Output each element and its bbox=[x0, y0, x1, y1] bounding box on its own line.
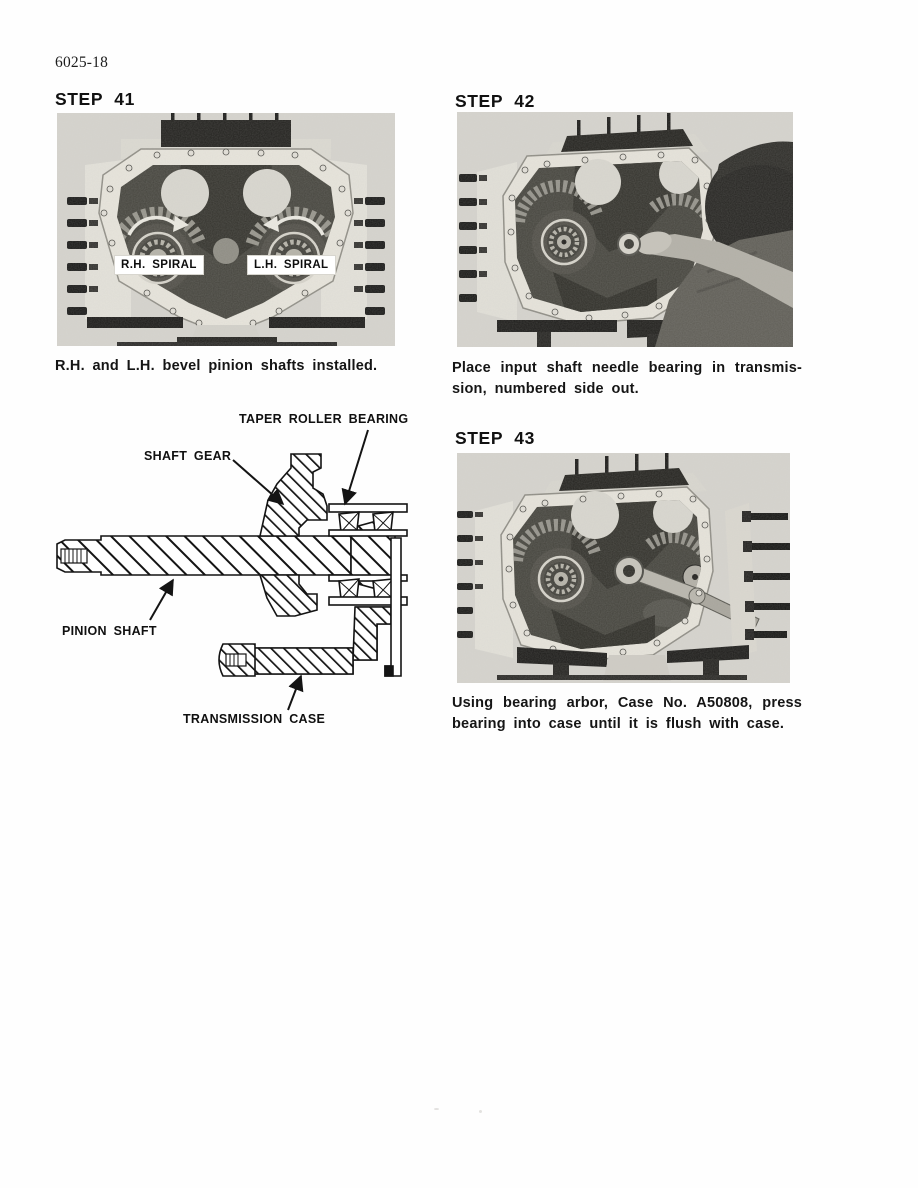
rh-spiral-label: R.H. SPIRAL bbox=[115, 256, 203, 274]
step42-heading: STEP 42 bbox=[455, 91, 535, 111]
transmission-case-label: TRANSMISSION CASE bbox=[183, 712, 326, 726]
taper-roller-bearing-label: TAPER ROLLER BEARING bbox=[239, 412, 409, 426]
lh-spiral-label: L.H. SPIRAL bbox=[248, 256, 335, 274]
transmission-front-photo bbox=[57, 113, 395, 346]
step41-photo: R.H. SPIRAL L.H. SPIRAL bbox=[57, 113, 395, 346]
pinion-shaft-label: PINION SHAFT bbox=[62, 624, 157, 638]
step43-photo bbox=[457, 453, 790, 683]
bearing-arbor-press-photo bbox=[457, 453, 790, 683]
step43-caption: Using bearing arbor, Case No. A50808, pr… bbox=[452, 695, 802, 732]
shaft-gear-label: SHAFT GEAR bbox=[144, 449, 232, 463]
step41-heading: STEP 41 bbox=[55, 89, 135, 109]
needle-bearing-install-photo bbox=[457, 112, 793, 347]
scan-artifact bbox=[479, 1110, 482, 1113]
pinion-shaft-diagram: TAPER ROLLER BEARING SHAFT GEAR PINION S… bbox=[55, 408, 415, 733]
scan-artifact bbox=[434, 1108, 439, 1110]
step43-heading: STEP 43 bbox=[455, 428, 535, 448]
step41-caption: R.H. and L.H. bevel pinion shafts instal… bbox=[55, 358, 378, 374]
cross-section-drawing bbox=[56, 429, 408, 711]
page-number: 6025-18 bbox=[55, 54, 109, 71]
step42-caption: Place input shaft needle bearing in tran… bbox=[452, 360, 802, 397]
step42-photo bbox=[457, 112, 793, 347]
